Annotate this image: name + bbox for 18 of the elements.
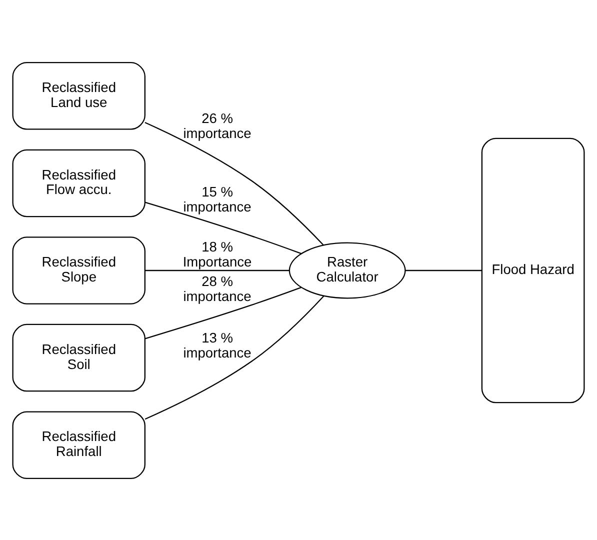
- node-box: Flood Hazard: [481, 137, 585, 403]
- edge-label: 15 % importance: [183, 184, 252, 214]
- connector: [144, 201, 302, 254]
- connector: [144, 121, 324, 246]
- connector: [144, 286, 302, 339]
- edge-label: 13 % importance: [183, 330, 252, 360]
- node-box: Reclassified Soil: [12, 323, 146, 392]
- connector: [144, 294, 324, 420]
- node-ellipse: Raster Calculator: [288, 242, 406, 298]
- edge-label: 26 % importance: [183, 110, 252, 140]
- node-box: Reclassified Flow accu.: [12, 148, 146, 217]
- edge-label: 18 % Importance: [182, 239, 252, 270]
- node-box: Reclassified Land use: [12, 62, 146, 130]
- node-box: Reclassified Rainfall: [12, 410, 146, 478]
- edge-label: 28 % importance: [183, 274, 252, 304]
- node-box: Reclassified Slope: [12, 236, 146, 304]
- connector: [145, 269, 290, 271]
- connector: [405, 269, 482, 271]
